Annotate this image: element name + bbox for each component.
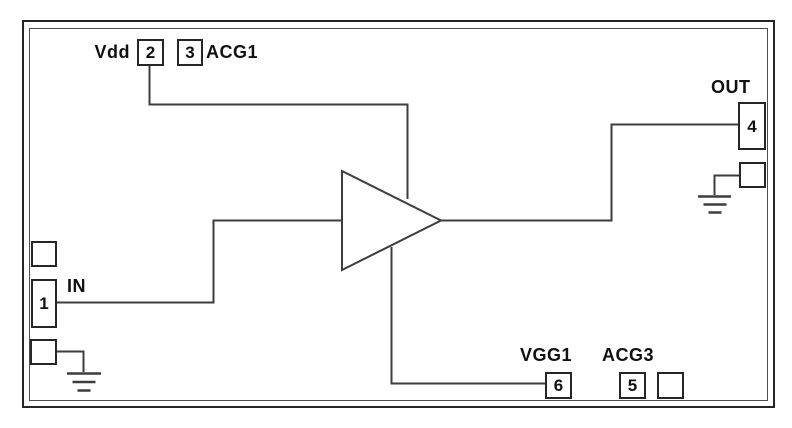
vdd-trace <box>148 65 409 199</box>
pin-in-label: IN <box>67 276 86 296</box>
pin-3-box: 3 <box>177 39 203 66</box>
ground-icon-right <box>698 195 731 214</box>
vgg1-trace <box>390 247 545 385</box>
output-trace <box>440 123 738 222</box>
input-trace <box>57 219 342 304</box>
pin-vgg1-label: VGG1 <box>520 345 573 365</box>
pad-output-ground <box>739 162 766 188</box>
pin-acg1-label: ACG1 <box>206 42 259 62</box>
pin-1-number: 1 <box>39 294 49 313</box>
pin-2-box: 2 <box>137 39 164 66</box>
chip-outline-inner <box>29 28 768 401</box>
pin-acg3-label: ACG3 <box>602 345 655 365</box>
ground-trace-right <box>713 174 739 195</box>
pin-2-number: 2 <box>145 43 156 62</box>
pin-3-number: 3 <box>185 43 195 62</box>
pad-above-input <box>31 241 57 267</box>
pin-5-box: 5 <box>619 372 646 399</box>
pad-acg3 <box>657 372 684 399</box>
pin-4-number: 4 <box>747 116 757 136</box>
pin-5-number: 5 <box>627 376 638 395</box>
chip-outline-outer <box>22 20 775 408</box>
pin-out-label: OUT <box>711 77 751 97</box>
amplifier-icon <box>341 169 444 272</box>
pin-6-box: 6 <box>545 372 572 399</box>
pin-1-box: 1 <box>31 279 57 328</box>
ground-trace-left <box>57 350 85 372</box>
pin-6-number: 6 <box>553 376 564 395</box>
pin-4-box: 4 <box>738 102 766 150</box>
ground-icon-left <box>67 372 101 392</box>
pin-vdd-label: Vdd <box>94 42 130 62</box>
pad-input-ground <box>30 339 57 365</box>
